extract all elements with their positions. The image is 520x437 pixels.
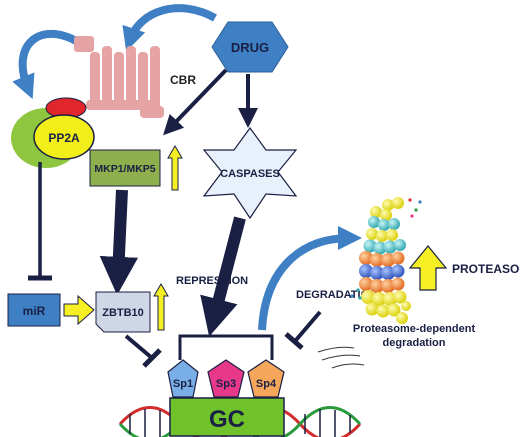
gc-box bbox=[169, 397, 285, 437]
sp3-label: Sp3 bbox=[216, 378, 236, 390]
proteasome-dependent-line1: Proteasome-dependent bbox=[353, 323, 476, 335]
inhibit-bar-sp-right bbox=[284, 332, 304, 350]
curved-arrow-cbr-to-pp2a bbox=[12, 29, 81, 100]
pp2a-node bbox=[33, 114, 95, 160]
inhibit-bar-sp-left bbox=[142, 348, 162, 368]
mkp-up-arrow-icon bbox=[167, 145, 183, 191]
inhibit-zbtb10-to-sp bbox=[124, 334, 154, 360]
drug-label: DRUG bbox=[231, 40, 269, 55]
sp-complex-bracket bbox=[178, 334, 274, 360]
sp1-node bbox=[167, 359, 199, 398]
proteasome-label: PROTEASOME bbox=[452, 262, 520, 276]
mir-label: miR bbox=[23, 304, 46, 318]
cbr-receptor bbox=[74, 36, 164, 118]
curved-arrow-drug-to-cbr bbox=[122, 4, 217, 52]
inhibit-degradation-to-sp bbox=[294, 310, 322, 342]
zbtb10-node bbox=[95, 291, 151, 333]
proteasome-dependent-line2: degradation bbox=[383, 337, 446, 349]
arrow-caspases-to-sp bbox=[200, 216, 246, 337]
motion-lines bbox=[317, 346, 365, 369]
gc-label: GC bbox=[209, 406, 245, 433]
degradation-label: DEGRADATION bbox=[296, 289, 377, 301]
proteasome-up-arrow-icon bbox=[408, 245, 448, 291]
sp4-node bbox=[247, 359, 285, 398]
mkp-node bbox=[89, 149, 161, 187]
drug-node bbox=[211, 21, 289, 73]
pp2a-label: PP2A bbox=[48, 131, 80, 145]
curved-arrow-to-proteasome bbox=[258, 226, 362, 331]
zbtb10-up-arrow-icon bbox=[153, 283, 169, 331]
mir-node bbox=[7, 293, 61, 327]
sp4-label: Sp4 bbox=[256, 378, 277, 390]
caspases-node bbox=[202, 126, 298, 220]
mir-to-zbtb10-arrow-icon bbox=[63, 294, 95, 326]
sp3-node bbox=[207, 359, 245, 398]
arrow-mkp-to-zbtb10 bbox=[99, 189, 139, 296]
cbr-label: CBR bbox=[170, 73, 196, 87]
arrow-drug-to-mkp bbox=[163, 68, 228, 136]
mkp-label: MKP1/MKP5 bbox=[94, 163, 155, 175]
sp1-label: Sp1 bbox=[173, 378, 193, 390]
zbtb10-label: ZBTB10 bbox=[102, 307, 144, 319]
caspases-label: CASPASES bbox=[220, 168, 280, 180]
repression-label: REPRESSION bbox=[176, 275, 248, 287]
proteasome-cluster-icon bbox=[350, 197, 422, 324]
